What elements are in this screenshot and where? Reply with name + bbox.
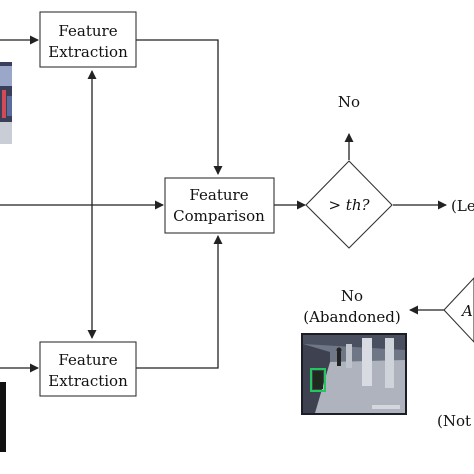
threshold-decision-label: > th?: [328, 196, 370, 214]
not-partial-label: (Not: [437, 412, 471, 430]
edge-bottom-extraction-to-comparison: [136, 235, 223, 369]
feature-extraction-top-box: Feature Extraction: [39, 11, 137, 68]
right-decision-label: A: [460, 302, 473, 320]
abandoned-object-camera-frame: [301, 333, 407, 415]
left-partial-label: (Le: [451, 197, 474, 215]
feature-extraction-top-line1: Feature: [58, 22, 117, 40]
feature-comparison-line2: Comparison: [173, 207, 265, 225]
feature-comparison-line1: Feature: [189, 186, 248, 204]
feature-extraction-bottom-box: Feature Extraction: [39, 341, 137, 397]
feature-extraction-bottom-line1: Feature: [58, 351, 117, 369]
camera-frame-top-partial: [0, 62, 12, 144]
feature-extraction-top-line2: Extraction: [48, 43, 128, 61]
camera-frame-bottom-partial: [0, 382, 6, 452]
feature-extraction-bottom-line2: Extraction: [48, 372, 128, 390]
no-label-top: No: [338, 93, 360, 111]
threshold-decision-diamond: > th?: [305, 160, 393, 249]
feature-comparison-box: Feature Comparison: [164, 177, 275, 234]
edge-top-extraction-to-comparison: [136, 39, 223, 175]
detection-box: [310, 368, 326, 392]
no-abandoned-label-line2: (Abandoned): [303, 308, 401, 326]
right-decision-diamond-partial: A: [443, 277, 474, 343]
no-abandoned-label-line1: No: [341, 287, 363, 305]
